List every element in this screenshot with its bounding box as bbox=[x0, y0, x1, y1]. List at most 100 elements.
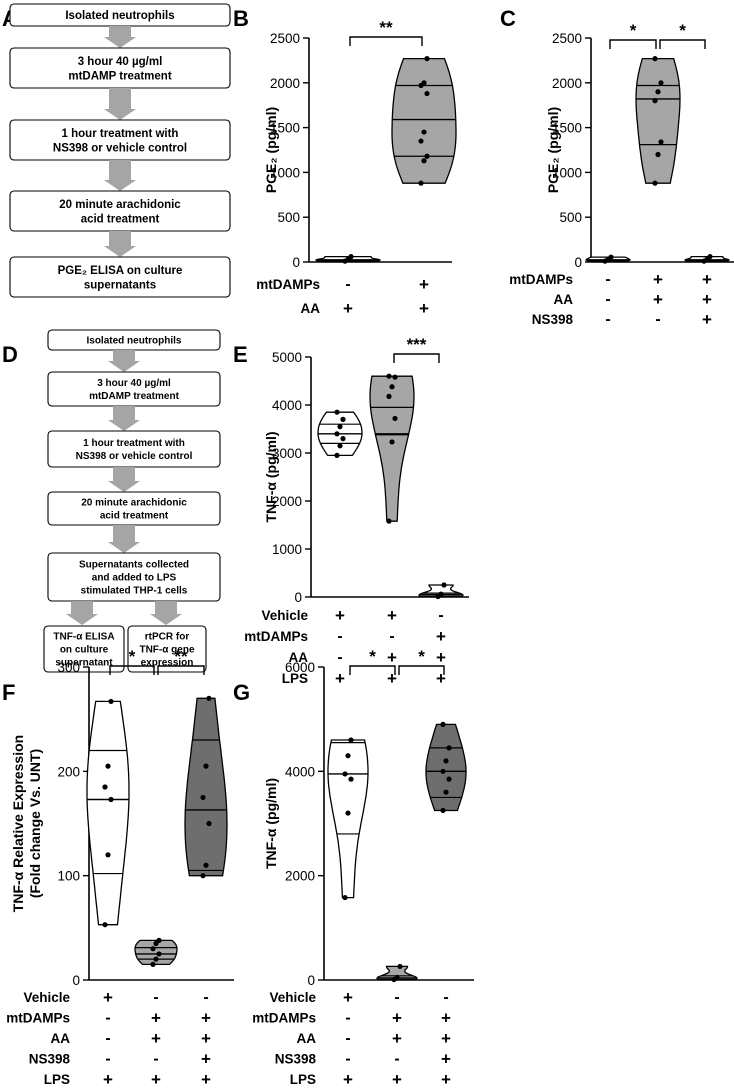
flow-d-arrow-branch-left bbox=[66, 601, 98, 625]
condition-label-aa: AA bbox=[51, 1031, 71, 1046]
violin-f-2 bbox=[134, 939, 178, 966]
y-tick-label: 2000 bbox=[552, 76, 582, 91]
data-point bbox=[337, 443, 343, 449]
y-tick-label: 0 bbox=[574, 255, 582, 270]
condition-mark: + bbox=[201, 1009, 211, 1028]
condition-mark: + bbox=[343, 1070, 353, 1088]
condition-label-ns398: NS398 bbox=[29, 1052, 71, 1067]
condition-mark: - bbox=[655, 311, 660, 328]
significance-bracket bbox=[349, 665, 396, 675]
panel-letter-d: D bbox=[2, 342, 18, 367]
y-tick-label: 1000 bbox=[270, 165, 300, 180]
data-point bbox=[206, 820, 212, 827]
data-point bbox=[102, 784, 108, 790]
significance-label: * bbox=[418, 647, 425, 666]
data-point bbox=[392, 374, 398, 380]
flow-d-branch-elisa-text: on culture bbox=[60, 645, 109, 656]
condition-label-lps: LPS bbox=[290, 1072, 316, 1087]
panel-letter-g: G bbox=[233, 680, 250, 705]
y-tick-label: 1500 bbox=[270, 121, 300, 136]
significance-bracket bbox=[349, 36, 423, 46]
significance-label: ** bbox=[174, 647, 188, 666]
data-point bbox=[652, 180, 658, 186]
panel-letter-c: C bbox=[500, 6, 516, 31]
flow-a-arrow-1 bbox=[104, 26, 136, 48]
y-tick-label: 0 bbox=[72, 973, 80, 988]
condition-mark: + bbox=[335, 606, 345, 625]
condition-label-lps: LPS bbox=[282, 671, 308, 686]
data-point bbox=[386, 393, 392, 399]
condition-mark: + bbox=[201, 1070, 211, 1088]
data-point bbox=[386, 373, 392, 379]
significance-label: * bbox=[369, 647, 376, 666]
condition-mark: - bbox=[605, 291, 610, 308]
data-point bbox=[440, 807, 446, 814]
flow-d-branch-elisa-text: supernatant bbox=[55, 658, 113, 669]
data-point bbox=[658, 80, 664, 86]
y-tick-label: 0 bbox=[294, 590, 302, 605]
y-tick-label: 2000 bbox=[272, 494, 302, 509]
flow-d-step-2-text: mtDAMP treatment bbox=[89, 391, 179, 402]
data-point bbox=[446, 745, 452, 751]
data-point bbox=[340, 416, 346, 422]
flow-d-arrow-1 bbox=[108, 350, 140, 372]
data-point bbox=[389, 384, 395, 390]
data-point bbox=[655, 89, 661, 95]
data-point bbox=[418, 180, 424, 186]
significance-bracket bbox=[109, 665, 155, 675]
condition-label-aa: AA bbox=[289, 650, 309, 665]
condition-mark: - bbox=[345, 1051, 350, 1068]
violin-g-1 bbox=[327, 739, 369, 899]
violin-b-2 bbox=[391, 57, 457, 184]
violin-c-2 bbox=[635, 57, 681, 184]
condition-mark: + bbox=[653, 290, 663, 309]
data-point bbox=[156, 937, 162, 943]
data-point bbox=[105, 763, 111, 769]
data-point bbox=[348, 254, 354, 260]
condition-mark: + bbox=[392, 1009, 402, 1028]
data-point bbox=[424, 153, 430, 159]
data-point bbox=[153, 956, 159, 962]
data-point bbox=[707, 254, 713, 260]
condition-mark: + bbox=[441, 1009, 451, 1028]
condition-mark: - bbox=[345, 276, 350, 293]
data-point bbox=[397, 963, 403, 970]
y-tick-label: 0 bbox=[292, 255, 300, 270]
data-point bbox=[421, 80, 427, 86]
data-point bbox=[652, 56, 658, 62]
condition-mark: + bbox=[343, 988, 353, 1007]
condition-mark: + bbox=[702, 270, 712, 289]
condition-mark: - bbox=[153, 989, 158, 1006]
y-tick-label: 1500 bbox=[552, 121, 582, 136]
significance-label: *** bbox=[407, 335, 427, 354]
significance-bracket bbox=[398, 665, 445, 675]
data-point bbox=[438, 591, 444, 597]
flow-d-branch-elisa-text: TNF-α ELISA bbox=[53, 632, 114, 643]
condition-mark: - bbox=[443, 989, 448, 1006]
condition-label-aa: AA bbox=[301, 301, 321, 316]
condition-mark: + bbox=[441, 1050, 451, 1069]
condition-mark: + bbox=[436, 627, 446, 646]
data-point bbox=[392, 415, 398, 422]
flow-d-step-5-box bbox=[47, 552, 221, 602]
y-axis-label: TNF-α (pg/ml) bbox=[263, 778, 279, 869]
condition-mark: - bbox=[345, 1010, 350, 1027]
panel-letter-b: B bbox=[233, 6, 249, 31]
condition-mark: + bbox=[103, 988, 113, 1007]
condition-mark: + bbox=[653, 270, 663, 289]
flow-d-branch-rtpcr-text: rtPCR for bbox=[145, 632, 190, 643]
data-point bbox=[156, 951, 162, 957]
flow-d-branch-rtpcr-box bbox=[127, 625, 207, 673]
data-point bbox=[418, 138, 424, 144]
condition-mark: + bbox=[387, 606, 397, 625]
flow-a-step-1-text: Isolated neutrophils bbox=[65, 10, 174, 22]
data-point bbox=[108, 698, 114, 705]
condition-label-mtdamps: mtDAMPs bbox=[244, 629, 308, 644]
y-tick-label: 4000 bbox=[272, 398, 302, 413]
panel-letter-e: E bbox=[233, 342, 248, 367]
data-point bbox=[443, 758, 449, 764]
flow-d-step-3-text: NS398 or vehicle control bbox=[76, 451, 193, 462]
y-axis-label: TNF-α Relative Expression bbox=[10, 735, 26, 912]
y-tick-label: 2500 bbox=[270, 31, 300, 46]
